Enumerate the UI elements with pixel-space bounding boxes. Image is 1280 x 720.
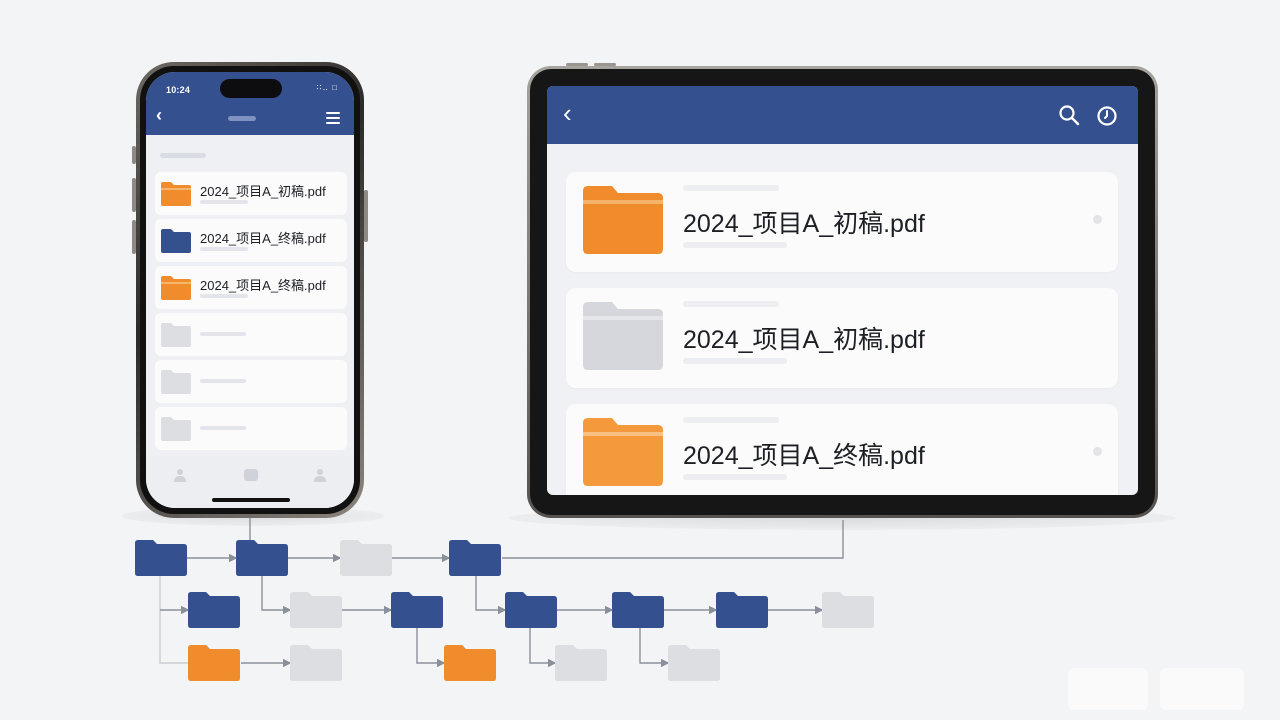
tablet-header: ‹ bbox=[547, 86, 1138, 144]
file-meta-placeholder bbox=[200, 200, 248, 204]
home-indicator[interactable] bbox=[212, 498, 290, 502]
menu-icon[interactable] bbox=[326, 112, 340, 124]
folder-icon bbox=[716, 592, 768, 628]
folder-tab-icon[interactable] bbox=[243, 468, 259, 482]
folder-icon bbox=[135, 540, 187, 576]
folder-icon bbox=[340, 540, 392, 576]
more-icon[interactable] bbox=[1093, 215, 1102, 224]
file-name: 2024_项目A_终稿.pdf bbox=[200, 278, 326, 293]
folder-icon bbox=[555, 645, 607, 681]
back-icon[interactable]: ‹ bbox=[156, 105, 162, 125]
phone-volume-down bbox=[132, 220, 136, 254]
folder-icon bbox=[161, 229, 191, 253]
tablet-top-button bbox=[594, 63, 616, 66]
file-meta-placeholder bbox=[683, 242, 787, 248]
phone-mute-switch bbox=[132, 146, 136, 164]
tablet-screen: ‹ 2024_项目A_初稿.pdf bbox=[547, 86, 1138, 495]
file-meta-placeholder bbox=[683, 417, 779, 423]
file-row-placeholder bbox=[155, 313, 347, 356]
back-icon[interactable]: ‹ bbox=[563, 98, 572, 128]
file-name-placeholder bbox=[200, 379, 246, 383]
folder-icon bbox=[444, 645, 496, 681]
file-row[interactable]: 2024_项目A_初稿.pdf bbox=[566, 172, 1118, 272]
folder-icon bbox=[290, 592, 342, 628]
folder-icon bbox=[449, 540, 501, 576]
section-label-placeholder bbox=[160, 153, 206, 158]
person-icon[interactable] bbox=[172, 468, 188, 482]
file-meta-placeholder bbox=[683, 474, 787, 480]
folder-icon bbox=[188, 592, 240, 628]
phone-volume-up bbox=[132, 178, 136, 212]
file-row[interactable]: 2024_项目A_终稿.pdf bbox=[155, 219, 347, 262]
folder-icon bbox=[822, 592, 874, 628]
phone-power-button bbox=[364, 190, 368, 242]
folder-icon bbox=[583, 186, 663, 254]
folder-icon bbox=[161, 370, 191, 394]
file-row[interactable]: 2024_项目A_终稿.pdf bbox=[566, 404, 1118, 495]
file-name: 2024_项目A_初稿.pdf bbox=[683, 210, 925, 238]
phone-header: 10:24 ∷‥ □ ‹ bbox=[146, 72, 354, 135]
file-meta-placeholder bbox=[683, 185, 779, 191]
folder-icon bbox=[290, 645, 342, 681]
status-icons: ∷‥ □ bbox=[316, 83, 338, 92]
header-title-placeholder bbox=[228, 116, 256, 121]
folder-icon bbox=[612, 592, 664, 628]
phone-tab-bar bbox=[146, 456, 354, 508]
file-row[interactable]: 2024_项目A_初稿.pdf bbox=[155, 172, 347, 215]
file-name-placeholder bbox=[200, 332, 246, 336]
file-meta-placeholder bbox=[200, 247, 248, 251]
file-name: 2024_项目A_终稿.pdf bbox=[200, 231, 326, 246]
file-name-placeholder bbox=[200, 426, 246, 430]
tree-connectors bbox=[159, 518, 844, 668]
file-name: 2024_项目A_终稿.pdf bbox=[683, 442, 925, 470]
folder-icon bbox=[583, 302, 663, 370]
file-meta-placeholder bbox=[683, 358, 787, 364]
file-meta-placeholder bbox=[683, 301, 779, 307]
watermark-placeholder bbox=[1068, 668, 1148, 710]
file-row-placeholder bbox=[155, 407, 347, 450]
tablet-device: ‹ 2024_项目A_初稿.pdf bbox=[527, 66, 1158, 518]
watermark-placeholder bbox=[1160, 668, 1244, 710]
status-time: 10:24 bbox=[166, 85, 191, 95]
file-name: 2024_项目A_初稿.pdf bbox=[683, 326, 925, 354]
dynamic-island bbox=[220, 79, 282, 98]
clock-settings-icon[interactable] bbox=[1096, 105, 1118, 127]
phone-device: 10:24 ∷‥ □ ‹ 2024_项目A_初稿.pdf bbox=[136, 62, 364, 518]
folder-icon bbox=[161, 323, 191, 347]
phone-file-list: 2024_项目A_初稿.pdf 2024_项目A_终稿.pdf 2024_项目 bbox=[155, 172, 347, 454]
file-row[interactable]: 2024_项目A_终稿.pdf bbox=[155, 266, 347, 309]
file-row-placeholder bbox=[155, 360, 347, 403]
tree-folders bbox=[135, 540, 874, 681]
folder-icon bbox=[188, 645, 240, 681]
folder-icon bbox=[505, 592, 557, 628]
folder-icon bbox=[668, 645, 720, 681]
folder-icon bbox=[161, 182, 191, 206]
folder-icon bbox=[236, 540, 288, 576]
search-icon[interactable] bbox=[1058, 104, 1080, 126]
profile-icon[interactable] bbox=[312, 468, 328, 482]
folder-icon bbox=[161, 417, 191, 441]
folder-icon bbox=[391, 592, 443, 628]
tablet-file-list: 2024_项目A_初稿.pdf 2024_项目A_初稿.pdf bbox=[566, 172, 1118, 495]
file-row[interactable]: 2024_项目A_初稿.pdf bbox=[566, 288, 1118, 388]
phone-screen: 10:24 ∷‥ □ ‹ 2024_项目A_初稿.pdf bbox=[146, 72, 354, 508]
file-meta-placeholder bbox=[200, 294, 248, 298]
folder-icon bbox=[583, 418, 663, 486]
tablet-top-button bbox=[566, 63, 588, 66]
more-icon[interactable] bbox=[1093, 447, 1102, 456]
folder-icon bbox=[161, 276, 191, 300]
file-name: 2024_项目A_初稿.pdf bbox=[200, 184, 326, 199]
